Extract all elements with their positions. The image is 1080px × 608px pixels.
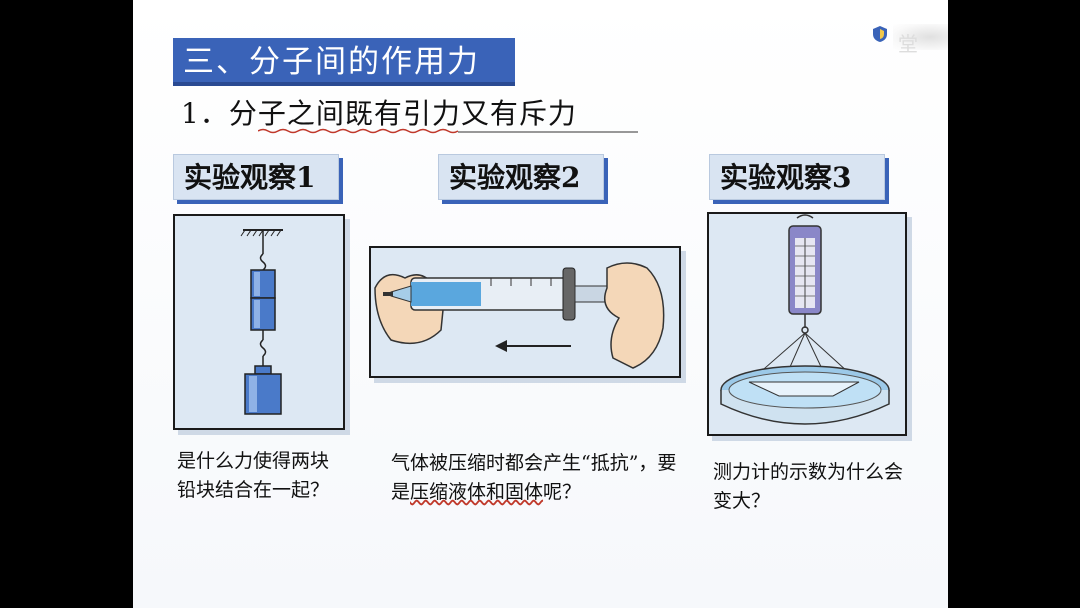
slide: 三、分子间的作用力 1．分子之间既有引力又有斥力 实验观察1 — [133, 0, 948, 608]
watermark-blur — [893, 24, 948, 50]
experiment-2-panel — [369, 246, 681, 378]
shield-logo-icon — [873, 26, 887, 42]
experiment-2-question-part1: 气体被压缩时都会产生“抵抗”，要是 — [391, 452, 677, 503]
experiment-3-question: 测力计的示数为什么会变大？ — [713, 461, 904, 512]
subtitle-wavy-underline — [258, 128, 638, 134]
experiment-3-panel — [707, 212, 907, 436]
experiment-3-label: 实验观察3 — [709, 154, 885, 200]
experiment-2-question-part2: 呢？ — [543, 481, 582, 503]
experiment-1-label: 实验观察1 — [173, 154, 339, 200]
experiment-2-label: 实验观察2 — [438, 154, 604, 200]
watermark — [873, 18, 948, 54]
spring-scale-glass-plate-illustration — [709, 214, 905, 434]
slide-subtitle: 1．分子之间既有引力又有斥力 — [181, 97, 577, 130]
syringe-compression-illustration — [371, 248, 679, 376]
experiment-1-panel — [173, 214, 345, 430]
watermark-corner-char: 堂 — [898, 32, 918, 56]
experiment-2-question-emphasis: 压缩液体和固体 — [410, 481, 544, 503]
slide-title: 三、分子间的作用力 — [173, 38, 515, 86]
hanging-lead-blocks-illustration — [175, 216, 343, 428]
experiment-2-question: 气体被压缩时都会产生“抵抗”，要是压缩液体和固体呢？ — [391, 449, 681, 507]
experiment-1-question: 是什么力使得两块铅块结合在一起？ — [177, 450, 330, 501]
